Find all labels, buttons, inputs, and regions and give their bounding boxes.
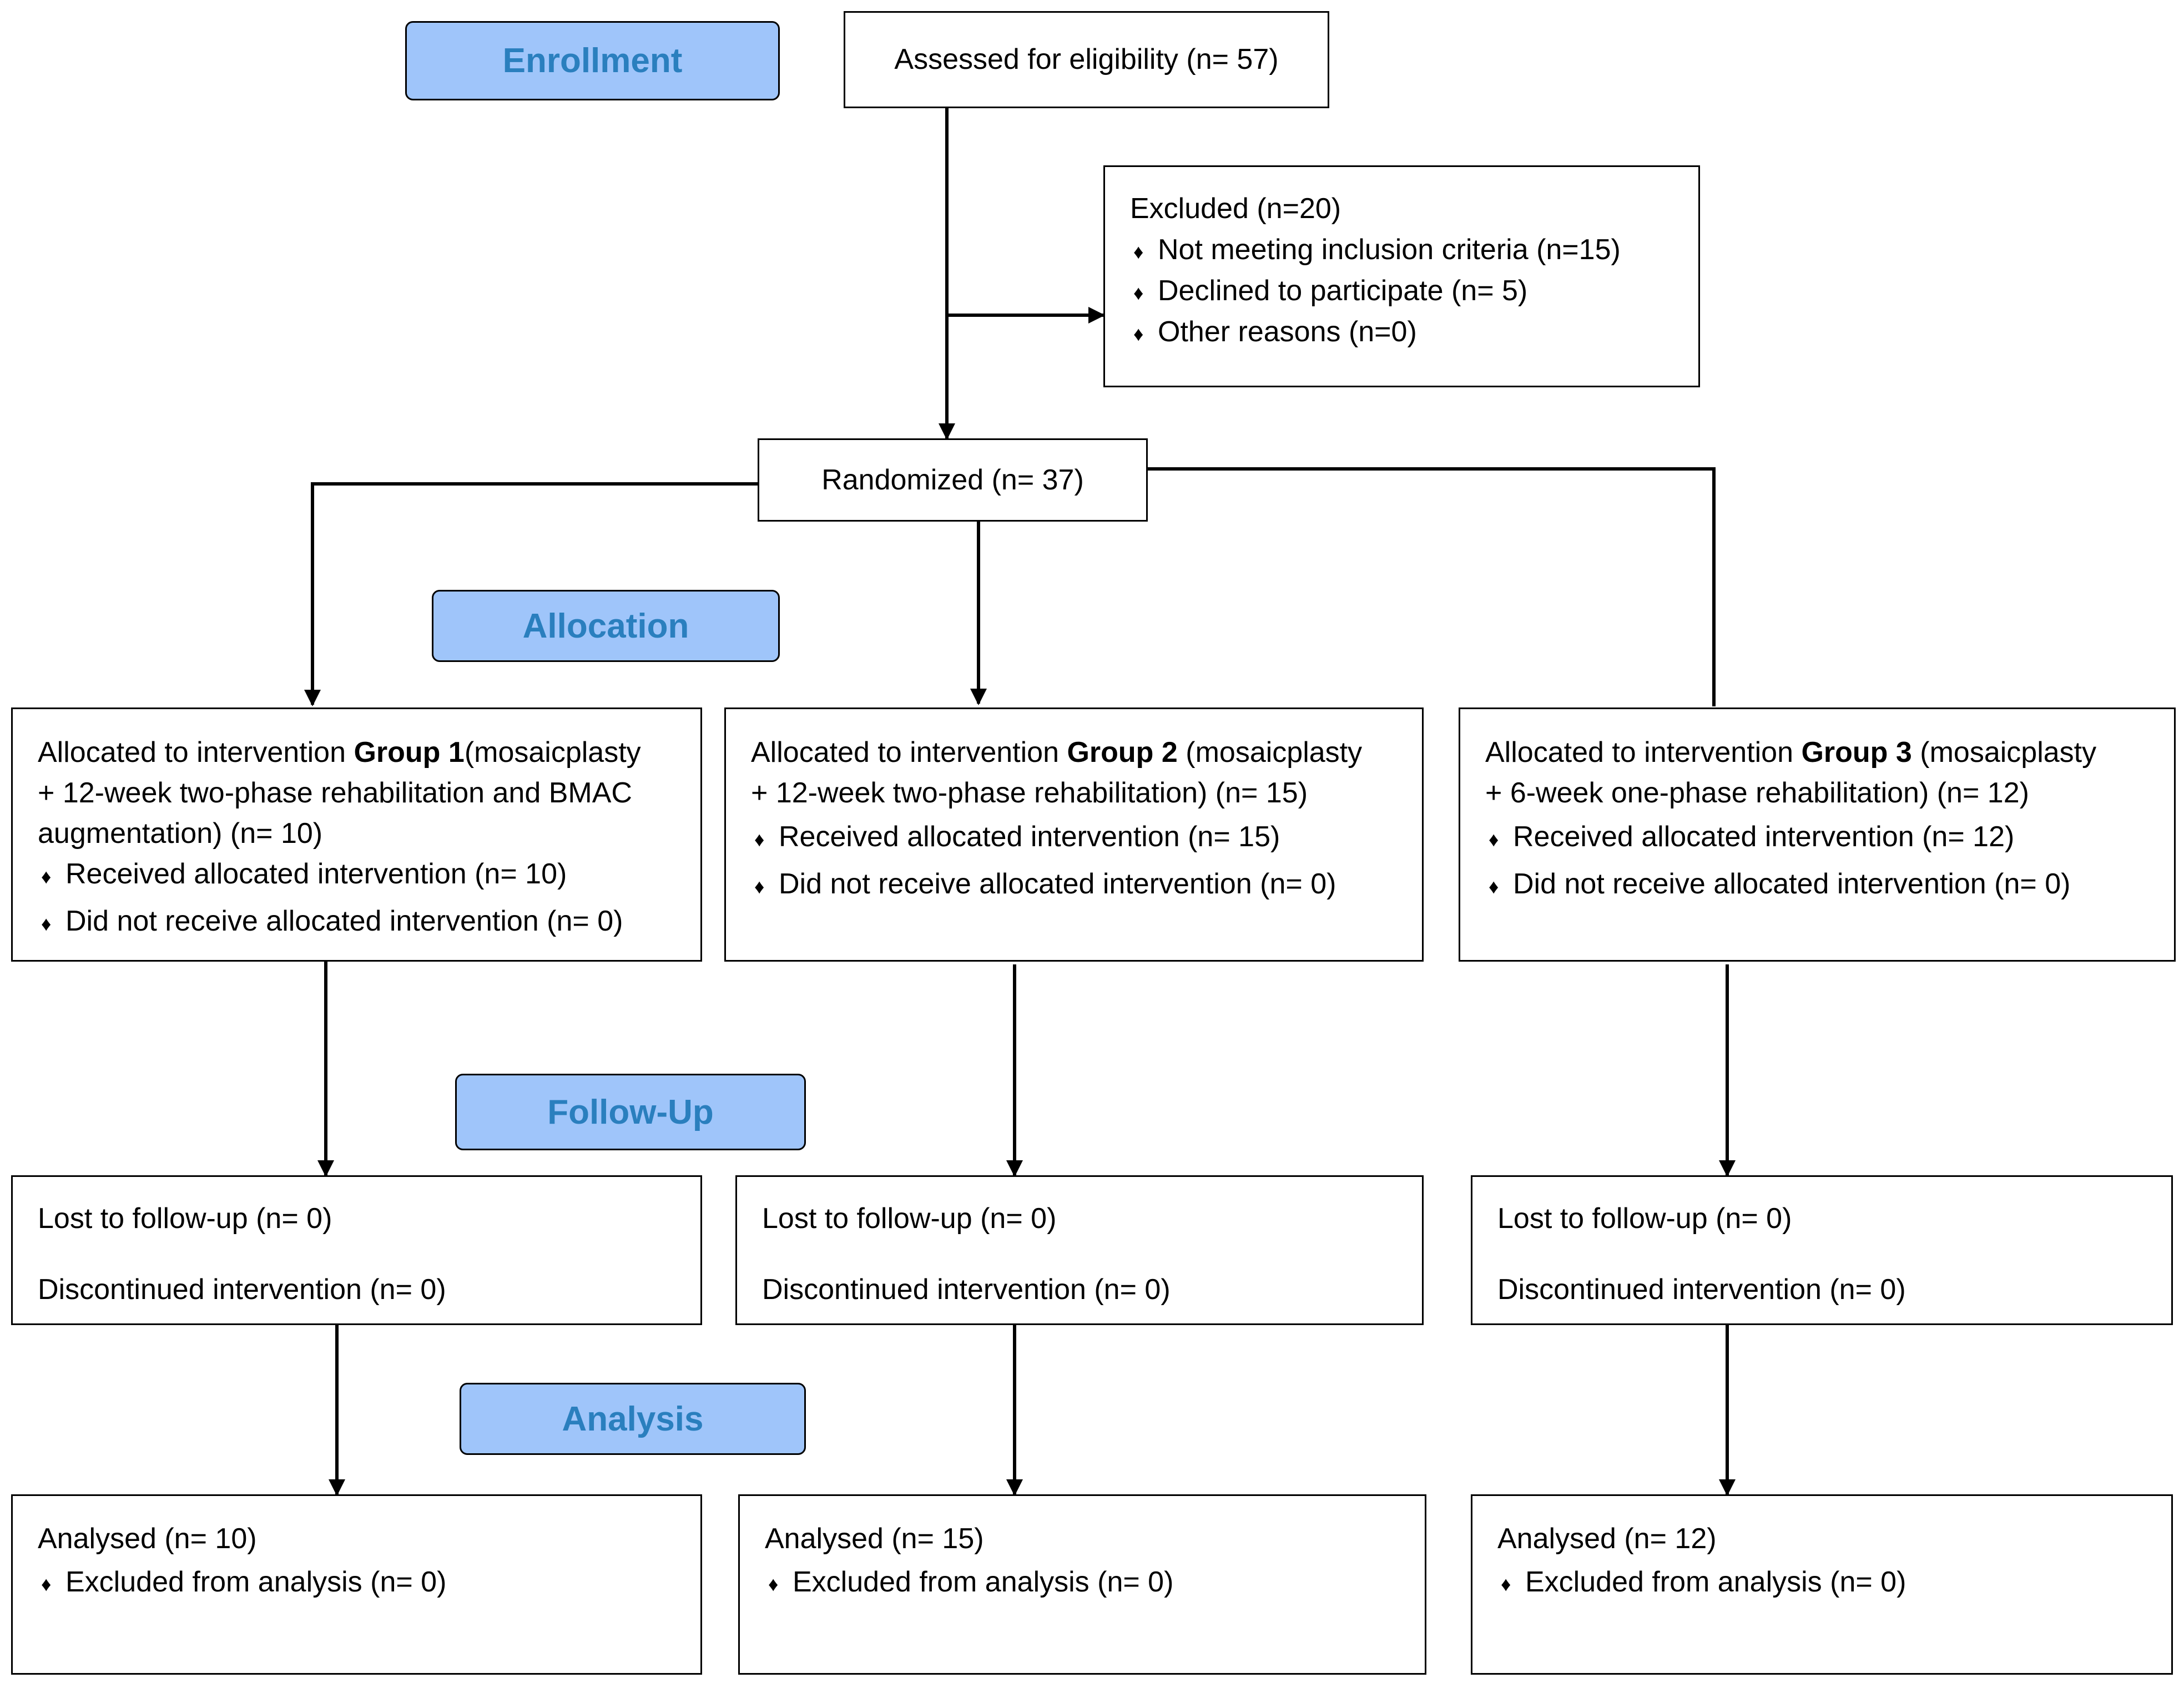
excluded-title: Excluded (n=20)	[1130, 193, 1341, 225]
stage-label-follow-up: Follow-Up	[455, 1074, 806, 1150]
not-received-intervention: Did not receive allocated intervention (…	[38, 901, 700, 944]
allocation-box-group-2: Allocated to intervention Group 2 (mosai…	[724, 707, 1424, 962]
assessed-box: Assessed for eligibility (n= 57)	[844, 11, 1329, 108]
allocation-box-group-1: Allocated to intervention Group 1(mosaic…	[11, 707, 702, 962]
excluded-from-analysis: Excluded from analysis (n= 0)	[1497, 1560, 2171, 1606]
allocation-description-line: + 6-week one-phase rehabilitation) (n= 1…	[1485, 777, 2029, 809]
not-received-intervention: Did not receive allocated intervention (…	[751, 864, 1422, 907]
group-name: Group 2	[1067, 736, 1178, 769]
follow-up-box-group-3: Lost to follow-up (n= 0) Discontinued in…	[1471, 1175, 2173, 1325]
allocation-description-line: + 12-week two-phase rehabilitation) (n= …	[751, 777, 1308, 809]
stage-label-analysis: Analysis	[460, 1383, 806, 1455]
received-intervention: Received allocated intervention (n= 10)	[38, 854, 700, 897]
allocation-description: Allocated to intervention Group 3 (mosai…	[1485, 736, 2097, 769]
group-name: Group 1	[354, 736, 465, 769]
allocation-description: Allocated to intervention Group 2 (mosai…	[751, 736, 1363, 769]
randomized-box: Randomized (n= 37)	[758, 438, 1148, 522]
analysed-count: Analysed (n= 10)	[38, 1523, 257, 1555]
lost-to-follow-up: Lost to follow-up (n= 0)	[1497, 1202, 1792, 1235]
received-intervention: Received allocated intervention (n= 15)	[751, 817, 1422, 860]
allocation-description-line: augmentation) (n= 10)	[38, 817, 323, 850]
excluded-box: Excluded (n=20) Not meeting inclusion cr…	[1103, 165, 1700, 387]
allocation-description-line: + 12-week two-phase rehabilitation and B…	[38, 777, 632, 809]
analysis-box-group-1: Analysed (n= 10) Excluded from analysis …	[11, 1494, 702, 1675]
lost-to-follow-up: Lost to follow-up (n= 0)	[762, 1202, 1057, 1235]
discontinued-intervention: Discontinued intervention (n= 0)	[1497, 1273, 1906, 1306]
lost-to-follow-up: Lost to follow-up (n= 0)	[38, 1202, 332, 1235]
excluded-item: Declined to participate (n= 5)	[1130, 270, 1698, 314]
assessed-label: Assessed for eligibility (n= 57)	[894, 43, 1279, 76]
stage-label-allocation: Allocation	[432, 590, 780, 662]
arrow-randomized-to-group1	[304, 482, 758, 706]
excluded-item: Not meeting inclusion criteria (n=15)	[1130, 229, 1698, 272]
discontinued-intervention: Discontinued intervention (n= 0)	[38, 1273, 446, 1306]
analysed-count: Analysed (n= 12)	[1497, 1523, 1717, 1555]
group-name: Group 3	[1801, 736, 1912, 769]
follow-up-box-group-1: Lost to follow-up (n= 0) Discontinued in…	[11, 1175, 702, 1325]
excluded-from-analysis: Excluded from analysis (n= 0)	[38, 1560, 700, 1606]
discontinued-intervention: Discontinued intervention (n= 0)	[762, 1273, 1171, 1306]
stage-label-enrollment: Enrollment	[405, 21, 780, 100]
excluded-from-analysis: Excluded from analysis (n= 0)	[765, 1560, 1425, 1606]
line-randomized-to-group3	[1148, 467, 1716, 706]
randomized-label: Randomized (n= 37)	[821, 463, 1084, 496]
analysis-box-group-3: Analysed (n= 12) Excluded from analysis …	[1471, 1494, 2173, 1675]
analysis-box-group-2: Analysed (n= 15) Excluded from analysis …	[738, 1494, 1426, 1675]
follow-up-box-group-2: Lost to follow-up (n= 0) Discontinued in…	[735, 1175, 1424, 1325]
allocation-description: Allocated to intervention Group 1(mosaic…	[38, 736, 641, 769]
received-intervention: Received allocated intervention (n= 12)	[1485, 817, 2174, 860]
analysed-count: Analysed (n= 15)	[765, 1523, 984, 1555]
not-received-intervention: Did not receive allocated intervention (…	[1485, 864, 2174, 907]
allocation-box-group-3: Allocated to intervention Group 3 (mosai…	[1459, 707, 2176, 962]
excluded-item: Other reasons (n=0)	[1130, 311, 1698, 355]
